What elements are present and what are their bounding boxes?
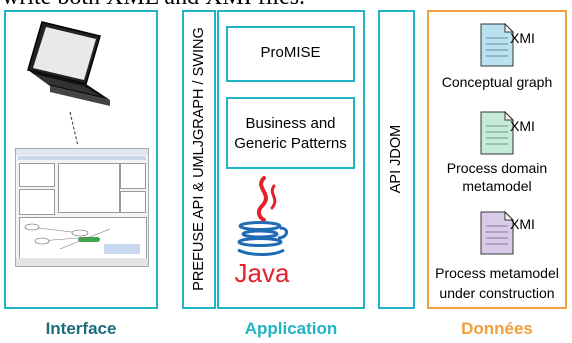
java-logo-icon <box>237 176 288 256</box>
document-label-3-line1: Process metamodel <box>435 265 559 281</box>
patterns-label-line1: Business and <box>245 115 336 132</box>
label-interface: Interface <box>45 319 117 338</box>
document-label-3-line2: under construction <box>439 285 555 301</box>
document-badge-2: XMI <box>510 118 535 134</box>
java-logo-text: Java <box>234 258 290 288</box>
jdom-panel <box>378 10 415 309</box>
label-data: Données <box>461 319 533 338</box>
promise-label: ProMISE <box>260 44 321 61</box>
label-application: Application <box>244 319 338 338</box>
laptop-icon <box>27 21 110 106</box>
patterns-box <box>226 97 355 169</box>
document-label-2-line2: metamodel <box>462 178 532 194</box>
document-icon-conceptual-graph <box>480 22 515 67</box>
top-text: write both XML and XMI files. <box>2 0 305 11</box>
document-label-2-line1: Process domain <box>446 160 548 176</box>
application-panel <box>217 10 365 309</box>
document-icon-process-domain <box>480 110 515 155</box>
swing-panel <box>182 10 216 309</box>
document-badge-3: XMI <box>510 216 535 232</box>
app-screenshot-thumbnail <box>15 148 149 267</box>
patterns-label-line2: Generic Patterns <box>234 135 347 152</box>
document-label-1: Conceptual graph <box>441 74 553 90</box>
data-panel <box>427 10 567 309</box>
document-icon-process-metamodel <box>480 210 515 255</box>
swing-label: PREFUSE API & UMLJGRAPH / SWING <box>191 27 207 291</box>
interface-panel <box>4 10 158 309</box>
promise-box <box>226 26 355 82</box>
document-badge-1: XMI <box>510 30 535 46</box>
jdom-label: API JDOM <box>388 124 404 194</box>
connector-line <box>69 111 79 147</box>
